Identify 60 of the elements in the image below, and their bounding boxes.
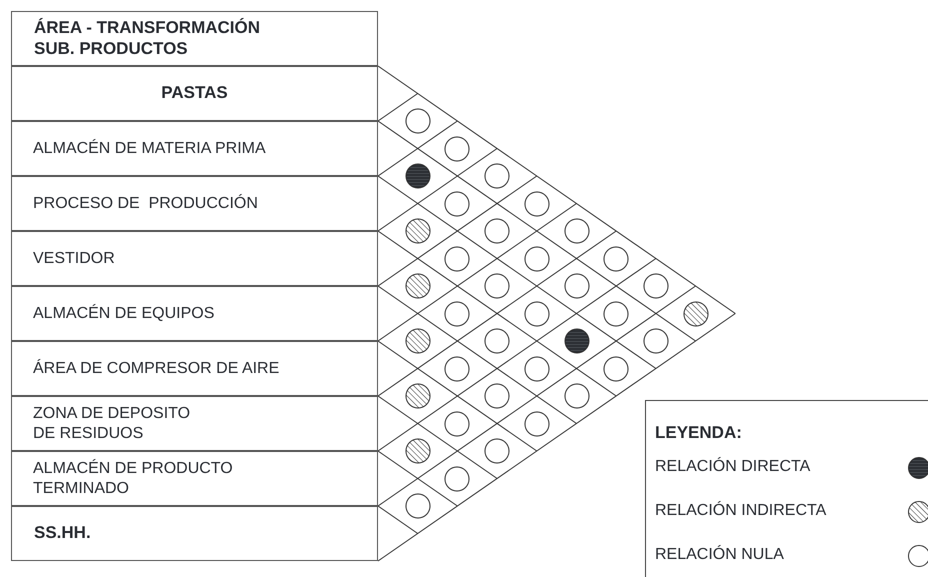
empty-circle-icon bbox=[444, 136, 470, 162]
empty-circle-icon bbox=[564, 383, 590, 409]
empty-circle-icon bbox=[444, 246, 470, 272]
table-row bbox=[11, 11, 378, 66]
empty-circle-icon bbox=[524, 246, 550, 272]
empty-circle-icon bbox=[603, 246, 630, 272]
empty-circle-icon bbox=[564, 273, 590, 299]
empty-circle-icon bbox=[484, 273, 510, 299]
header-cell-text: ÁREA - TRANSFORMACIÓN SUB. PRODUCTOS bbox=[34, 18, 262, 59]
empty-circle-icon bbox=[484, 438, 510, 464]
table-row bbox=[11, 231, 378, 286]
empty-circle-icon bbox=[404, 108, 431, 134]
empty-circle-icon bbox=[444, 356, 470, 382]
hatched-circle-icon bbox=[682, 300, 709, 326]
table-row bbox=[11, 341, 378, 396]
hatched-circle-icon bbox=[404, 383, 431, 409]
empty-circle-icon bbox=[484, 163, 510, 189]
empty-circle-icon bbox=[444, 410, 470, 436]
empty-circle-icon bbox=[603, 356, 630, 382]
activity-label: ALMACÉN DE EQUIPOS bbox=[33, 304, 214, 324]
hatched-circle-icon bbox=[404, 438, 431, 464]
table-row bbox=[11, 506, 378, 561]
table-row bbox=[11, 66, 378, 121]
empty-circle-icon bbox=[484, 218, 510, 244]
empty-circle-icon bbox=[524, 190, 550, 216]
activity-label: ZONA DE DEPOSITO DE RESIDUOS bbox=[33, 404, 192, 443]
activity-label: ÁREA DE COMPRESOR DE AIRE bbox=[33, 358, 280, 378]
hatched-circle-icon bbox=[404, 218, 431, 244]
table-row bbox=[11, 121, 378, 176]
empty-circle-icon bbox=[603, 300, 630, 326]
empty-circle-icon bbox=[564, 218, 590, 244]
activity-label: SS.HH. bbox=[34, 523, 91, 544]
activity-label: ALMACÉN DE PRODUCTO TERMINADO bbox=[33, 459, 234, 498]
empty-circle-icon bbox=[484, 328, 510, 354]
empty-circle-icon bbox=[642, 273, 669, 299]
empty-circle-icon bbox=[444, 190, 470, 216]
filled-circle-icon bbox=[404, 163, 431, 189]
legend-title: LEYENDA: bbox=[655, 423, 742, 443]
hatched-circle-icon bbox=[404, 273, 431, 299]
filled-circle-icon bbox=[564, 328, 590, 354]
empty-circle-icon bbox=[524, 300, 550, 326]
activity-label: PROCESO DE PRODUCCIÓN bbox=[33, 194, 258, 214]
legend-label: RELACIÓN NULA bbox=[655, 546, 784, 564]
table-row bbox=[11, 286, 378, 341]
table-row bbox=[11, 451, 378, 506]
table-row bbox=[11, 396, 378, 451]
empty-circle-icon bbox=[444, 466, 470, 492]
empty-circle-icon bbox=[484, 383, 510, 409]
table-row bbox=[11, 176, 378, 231]
empty-circle-icon bbox=[524, 356, 550, 382]
empty-circle-icon bbox=[642, 328, 669, 354]
legend-label: RELACIÓN DIRECTA bbox=[655, 458, 810, 476]
hatched-circle-icon bbox=[404, 328, 431, 354]
empty-circle-icon bbox=[524, 410, 550, 436]
empty-circle-icon bbox=[444, 300, 470, 326]
activity-label: VESTIDOR bbox=[33, 248, 115, 268]
legend-label: RELACIÓN INDIRECTA bbox=[655, 502, 826, 520]
empty-circle-icon bbox=[404, 493, 431, 519]
section-heading: PASTAS bbox=[161, 83, 228, 104]
activity-label: ALMACÉN DE MATERIA PRIMA bbox=[33, 138, 266, 158]
